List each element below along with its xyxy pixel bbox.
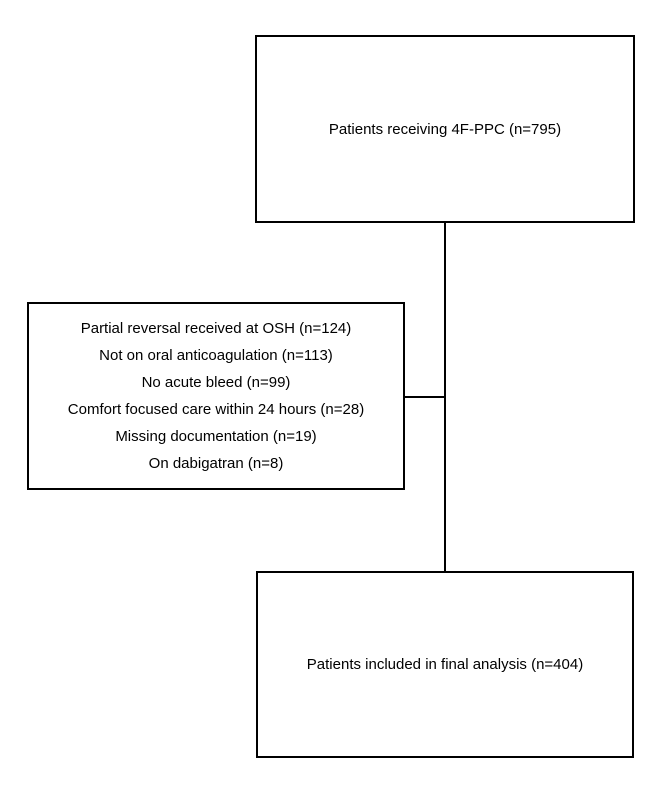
connector-vertical-line <box>444 223 446 571</box>
exclusion-item-on-dabigatran: On dabigatran (n=8) <box>148 455 284 472</box>
flow-box-patients-receiving: Patients receiving 4F-PPC (n=795) <box>255 35 635 223</box>
flow-box-exclusions: Partial reversal received at OSH (n=124)… <box>27 302 405 490</box>
exclusion-item-partial-reversal: Partial reversal received at OSH (n=124) <box>80 320 352 337</box>
flow-box-final-analysis-label: Patients included in final analysis (n=4… <box>306 656 584 673</box>
flow-box-patients-receiving-label: Patients receiving 4F-PPC (n=795) <box>328 120 562 138</box>
exclusion-item-not-on-anticoagulation: Not on oral anticoagulation (n=113) <box>99 347 333 364</box>
exclusion-item-no-acute-bleed: No acute bleed (n=99) <box>141 374 291 391</box>
exclusion-item-comfort-care: Comfort focused care within 24 hours (n=… <box>67 401 365 418</box>
connector-horizontal-branch <box>405 396 445 398</box>
exclusion-item-missing-documentation: Missing documentation (n=19) <box>115 428 317 445</box>
flow-box-final-analysis: Patients included in final analysis (n=4… <box>256 571 634 758</box>
